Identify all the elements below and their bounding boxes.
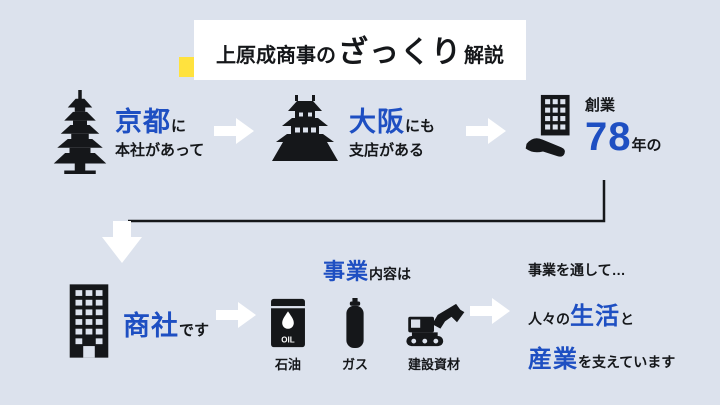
arrow-right-icon (214, 116, 254, 146)
founding-label: 創業 (585, 97, 616, 114)
osaka-label: 大阪 (349, 107, 405, 137)
title-text: 上原成商事の ざっくり 解説 (194, 20, 526, 80)
closing-line2: 人々の 生活 と (528, 296, 675, 331)
business-item-construction: 建設資材 (402, 302, 466, 373)
business-item-label: 建設資材 (407, 357, 460, 372)
founding-text: 創業 78 年の (585, 94, 662, 158)
shosha-label: 商社 (123, 311, 179, 341)
arrow-right-icon (470, 296, 510, 326)
shosha-particle: です (179, 322, 210, 339)
closing-message: 事業を通して… 人々の 生活 と 産業 を支えています (528, 260, 675, 374)
closing-line2-post: と (620, 311, 634, 327)
shosha-text: 商社 です (123, 304, 209, 343)
gas-cylinder-icon (342, 298, 368, 348)
arrow-right-icon (466, 116, 506, 146)
business-item-gas: ガス (342, 298, 368, 373)
kyoto-label: 京都 (115, 107, 171, 137)
title-emphasis: ざっくり (338, 36, 462, 69)
arrow-right-icon (216, 300, 256, 330)
node-kyoto-headquarters: 京都 に 本社があって (52, 86, 204, 178)
osaka-line2: 支店がある (349, 142, 425, 159)
osaka-particle: にも (405, 118, 436, 135)
pagoda-icon (52, 86, 108, 178)
closing-line3: 産業 を支えています (528, 339, 675, 374)
business-item-label: ガス (341, 357, 368, 372)
business-section: 事業 内容は OIL 石油 (266, 254, 468, 373)
closing-line3-big: 産業 (528, 346, 578, 373)
title-suffix: 解説 (464, 45, 504, 67)
title-prefix: 上原成商事の (216, 45, 336, 67)
founding-unit: 年の (631, 137, 662, 155)
oil-drum-badge: OIL (281, 336, 294, 345)
excavator-icon (402, 302, 466, 348)
osaka-text: 大阪 にも 支店がある (349, 100, 435, 162)
castle-icon (266, 92, 342, 162)
oil-drum-icon: OIL (268, 298, 308, 348)
kyoto-line2: 本社があって (115, 142, 205, 159)
node-osaka-branch: 大阪 にも 支店がある (266, 92, 435, 162)
kyoto-text: 京都 に 本社があって (115, 100, 204, 162)
building-in-hand-icon (524, 90, 578, 164)
closing-line3-post: を支えています (578, 354, 676, 370)
business-heading-small: 内容は (369, 266, 411, 282)
business-heading-big: 事業 (322, 259, 369, 284)
office-building-icon (62, 282, 116, 360)
business-item-oil: OIL 石油 (268, 298, 308, 373)
closing-line2-pre: 人々の (528, 311, 570, 327)
business-item-label: 石油 (274, 357, 301, 372)
kyoto-particle: に (171, 118, 187, 135)
closing-line1: 事業を通して… (528, 262, 626, 278)
node-founding-years: 創業 78 年の (524, 90, 662, 164)
title-banner: 上原成商事の ざっくり 解説 (179, 20, 526, 80)
business-heading: 事業 内容は (266, 254, 468, 286)
node-trading-company: 商社 です (62, 282, 209, 360)
business-items: OIL 石油 ガス (266, 298, 468, 373)
founding-years-value: 78 (585, 115, 632, 160)
closing-line2-big: 生活 (570, 303, 620, 330)
